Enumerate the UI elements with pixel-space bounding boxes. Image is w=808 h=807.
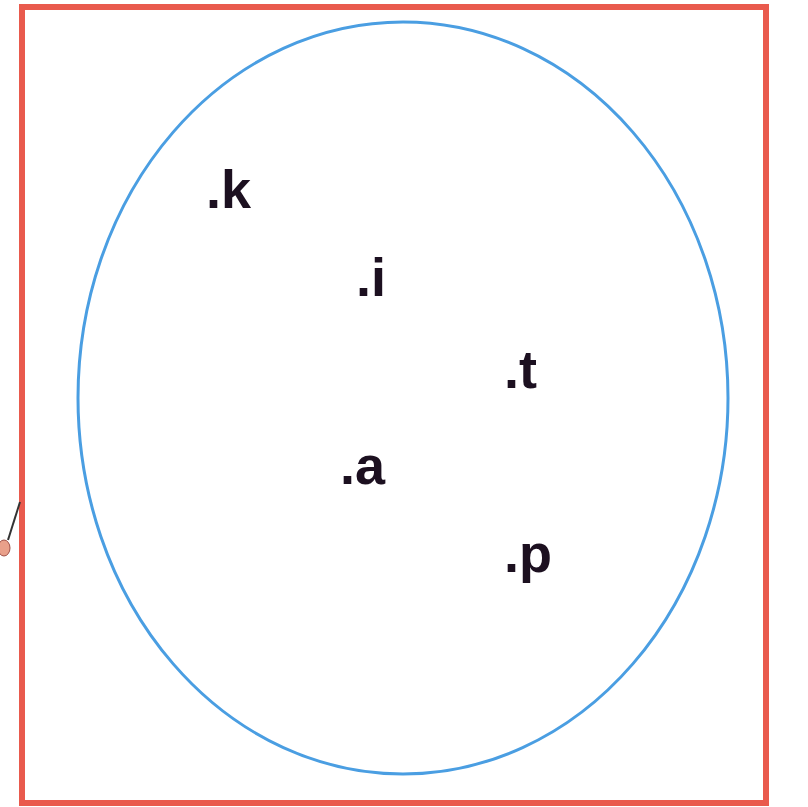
ellipse-outline (76, 20, 730, 776)
element-label: .i (356, 250, 386, 304)
element-label: .a (340, 438, 385, 492)
element-label: .k (206, 162, 251, 216)
ellipse-shape (78, 22, 728, 774)
element-label: .t (504, 342, 537, 396)
universal-set-rectangle (22, 7, 766, 803)
pointer-stick (8, 502, 20, 540)
pointer-hand (0, 540, 10, 556)
element-label: .p (504, 526, 552, 580)
set-ellipse: .k .i .t .a .p (76, 20, 730, 776)
